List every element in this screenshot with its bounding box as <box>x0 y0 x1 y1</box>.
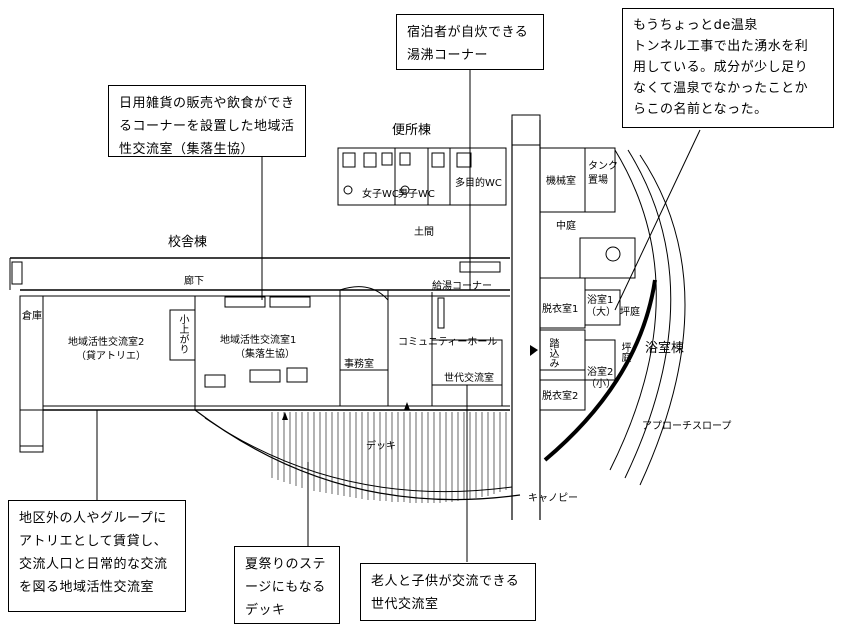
label-datsui1: 脱衣室1 <box>542 304 579 315</box>
deck-hatching <box>271 412 507 503</box>
callout-sedai: 老人と子供が交流できる 世代交流室 <box>360 563 536 621</box>
callout-atelier: 地区外の人やグループに アトリエとして賃貸し、 交流人口と日常的な交流 を図る地… <box>8 500 186 612</box>
label-roka: 廊下 <box>184 276 204 287</box>
label-fumikomi: 踏込み <box>547 338 558 368</box>
label-yoku1-sub: （大） <box>586 307 616 318</box>
label-tsuboniwa2: 坪庭 <box>619 342 630 362</box>
label-dansei-wc: 男子WC <box>398 189 435 200</box>
label-room1-title: 地域活性交流室1 <box>220 335 297 346</box>
label-tank-okiba: タンク置場 <box>588 161 618 186</box>
label-sedai-room: 世代交流室 <box>444 373 494 384</box>
label-yokushitsu-to: 浴室棟 <box>645 341 685 356</box>
label-yoku2: 浴室2 <box>587 367 614 378</box>
label-agari: 小上がり <box>177 314 188 354</box>
label-canopy: キャノピー <box>528 493 578 504</box>
label-approach: アプローチスロープ <box>642 421 732 432</box>
label-room2-sub: （貸アトリエ） <box>76 351 146 362</box>
label-doma: 土間 <box>414 227 434 238</box>
label-nakaniwa: 中庭 <box>556 221 576 232</box>
callout-yuwakashi: 宿泊者が自炊できる 湯沸コーナー <box>396 14 544 70</box>
label-kyuto-corner: 給湯コーナー <box>432 281 492 292</box>
label-benjo-to: 便所棟 <box>392 123 432 138</box>
label-room1-sub: （集落生協） <box>235 349 295 360</box>
label-kikai-shitsu: 機械室 <box>546 176 576 187</box>
label-jimushitsu: 事務室 <box>344 359 374 370</box>
label-community-hall: コミュニティーホール <box>398 337 498 348</box>
label-yoku1: 浴室1 <box>587 295 614 306</box>
label-kosha-to: 校舎棟 <box>168 235 208 250</box>
label-tamokuteki-wc: 多目的WC <box>455 178 502 189</box>
label-datsui2: 脱衣室2 <box>542 391 579 402</box>
callout-deck: 夏祭りのステ ージにもなる デッキ <box>234 546 340 624</box>
label-deck: デッキ <box>366 441 396 452</box>
label-souko: 倉庫 <box>22 311 42 322</box>
callout-onsen: もうちょっとde温泉 トンネル工事で出た湧水を利 用している。成分が少し足り な… <box>622 8 834 128</box>
callout-shuraku: 日用雑貨の販売や飲食ができるコーナーを設置した地域活性交流室（集落生協） <box>108 85 306 157</box>
label-tsuboniwa1: 坪庭 <box>620 307 640 318</box>
label-josei-wc: 女子WC <box>362 189 399 200</box>
label-yoku2-sub: （小） <box>586 379 616 390</box>
label-room2-title: 地域活性交流室2 <box>68 337 145 348</box>
